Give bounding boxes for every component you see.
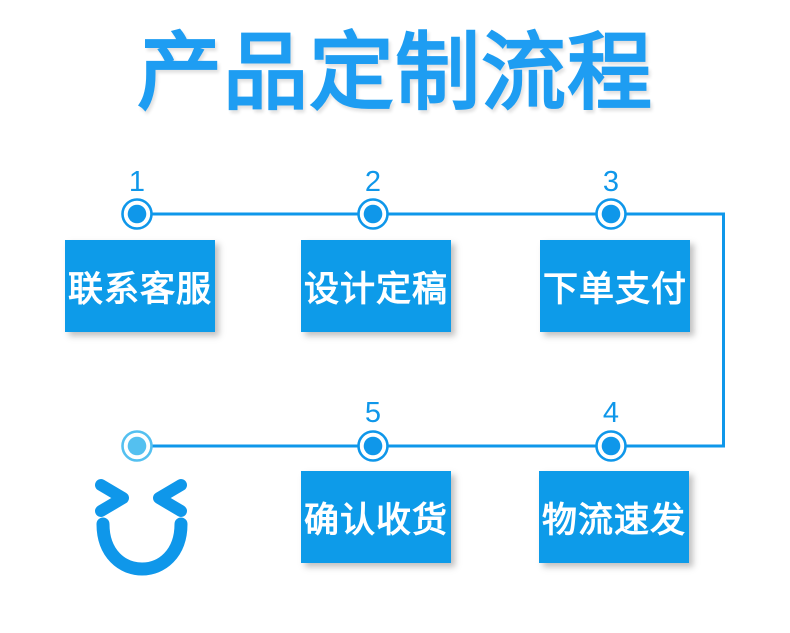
- step-4-box: 物流速发: [539, 471, 689, 563]
- step-4-node: [595, 430, 627, 462]
- step-5-box: 确认收货: [301, 471, 451, 563]
- step-5-number: 5: [364, 397, 382, 429]
- step-3-number: 3: [602, 166, 620, 198]
- step-2-node: [357, 198, 389, 230]
- end-node-light: [121, 430, 153, 462]
- step-1-number: 1: [128, 166, 146, 198]
- laughing-smiley-icon: [95, 479, 188, 576]
- step-2-box: 设计定稿: [301, 240, 451, 332]
- step-1-node: [121, 198, 153, 230]
- step-3-node: [595, 198, 627, 230]
- step-1-box: 联系客服: [65, 240, 215, 332]
- step-3-box: 下单支付: [540, 240, 690, 332]
- page-title: 产品定制流程: [136, 27, 653, 121]
- step-5-node: [357, 430, 389, 462]
- smiley-left-eye: [95, 479, 129, 517]
- step-4-number: 4: [602, 397, 620, 429]
- flow-track-line: [137, 212, 725, 448]
- smiley-mouth: [96, 517, 188, 576]
- step-2-number: 2: [364, 166, 382, 198]
- smiley-right-eye: [153, 479, 187, 517]
